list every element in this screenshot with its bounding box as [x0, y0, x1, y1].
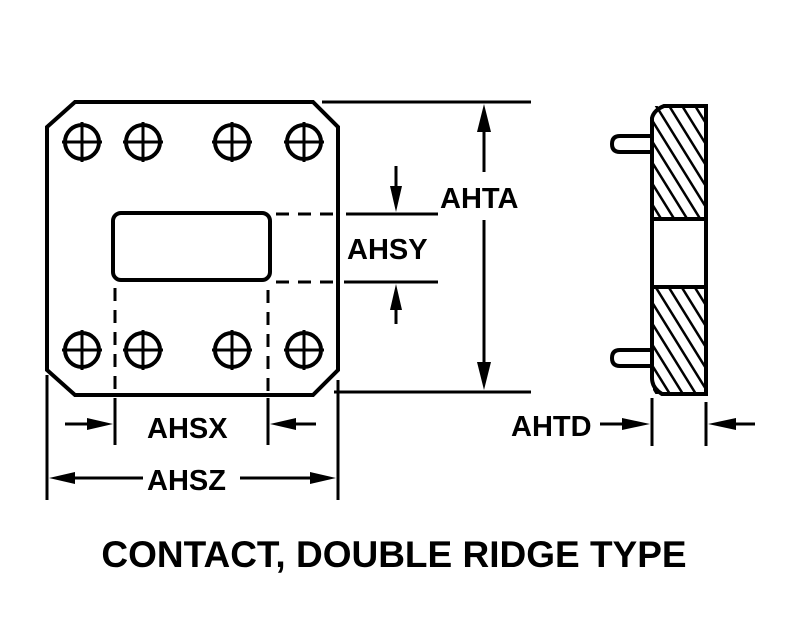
hatch-line [572, 278, 650, 404]
dim-label-ahta: AHTA [440, 183, 518, 215]
mounting-hole-icon [62, 122, 102, 162]
diagram-title: CONTACT, DOUBLE RIDGE TYPE [101, 534, 686, 575]
dimension-ahtd: AHTD [511, 398, 755, 446]
hatch-line [533, 96, 615, 229]
mounting-hole-icon [62, 330, 102, 370]
mounting-hole-icon [212, 122, 252, 162]
hatch-line [546, 96, 628, 229]
hatch-line [780, 278, 788, 404]
hatch-line [754, 278, 788, 404]
hatch-line [715, 278, 788, 404]
hatch-line [533, 278, 611, 404]
hatch-line [653, 182, 676, 219]
hatch-line [702, 278, 780, 404]
dimension-ahta: AHTA [322, 100, 531, 394]
dim-label-ahsz: AHSZ [147, 465, 226, 497]
hatch-line [693, 106, 706, 126]
hatched-section-bottom [520, 278, 788, 404]
hatch-line [654, 106, 706, 189]
hatch-line [741, 96, 788, 229]
hatch-line [780, 96, 788, 229]
hatch-line [520, 278, 598, 404]
hatch-line [728, 278, 788, 404]
hatch-line [653, 301, 706, 392]
hatch-line [741, 278, 788, 404]
hatch-line [520, 96, 602, 229]
dim-label-ahtd: AHTD [511, 411, 592, 443]
dimension-ahsx: AHSX [65, 398, 316, 445]
dim-label-ahsx: AHSX [147, 413, 228, 445]
pin-bottom [609, 348, 652, 368]
hatch-line [559, 96, 641, 229]
aperture-slot [111, 211, 272, 282]
hatch-line [653, 140, 702, 219]
mounting-hole-icon [123, 122, 163, 162]
mounting-hole-icon [212, 330, 252, 370]
hatch-line [680, 106, 706, 147]
mounting-hole-icon [123, 330, 163, 370]
dim-label-ahsy: AHSY [347, 234, 428, 266]
side-view [520, 96, 788, 404]
hatch-line [653, 322, 698, 394]
hatch-line [546, 278, 624, 404]
hatch-line [767, 96, 788, 229]
side-profile-outline [650, 104, 708, 396]
hatch-line [702, 96, 784, 229]
hatch-line [693, 288, 706, 308]
plate-outline [45, 100, 340, 397]
hatch-line [767, 278, 788, 404]
hatch-line [728, 96, 788, 229]
dimension-ahsz: AHSZ [45, 375, 340, 500]
pin-top [609, 134, 652, 154]
mounting-holes [62, 122, 324, 370]
hatch-line [754, 96, 788, 229]
hatch-line [653, 364, 672, 394]
hatch-line [653, 161, 689, 219]
hatch-line [667, 288, 706, 350]
hatch-line [653, 343, 685, 394]
hatch-line [572, 96, 654, 229]
hatch-line [653, 203, 663, 219]
mounting-hole-icon [284, 330, 324, 370]
hatch-line [654, 288, 706, 371]
hatch-line [680, 288, 706, 329]
mounting-hole-icon [284, 122, 324, 162]
hatch-line [715, 96, 788, 229]
hatch-line [559, 278, 637, 404]
dimension-ahsy: AHSY [344, 166, 438, 324]
front-view [45, 100, 340, 397]
